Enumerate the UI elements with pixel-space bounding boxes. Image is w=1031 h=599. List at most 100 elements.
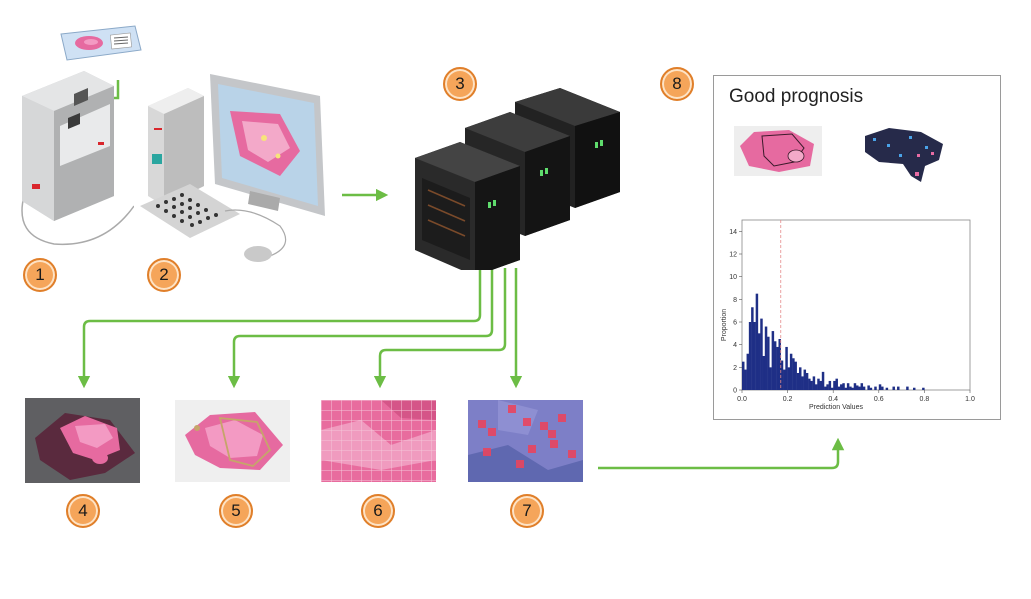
histogram-bar [922, 387, 925, 390]
histogram-bar [787, 367, 791, 390]
histogram-bar [794, 361, 797, 390]
arrow-to-step-6 [373, 268, 507, 389]
histogram-bar [835, 378, 838, 390]
histogram-bar [844, 387, 848, 390]
y-tick-label: 12 [729, 252, 737, 259]
prognosis-title: Good prognosis [729, 86, 864, 107]
histogram-bar [792, 358, 795, 390]
y-tick-label: 14 [729, 229, 737, 236]
histogram-bar [824, 386, 827, 390]
histogram-bar [783, 369, 786, 390]
y-tick-label: 10 [729, 274, 737, 281]
histogram-bar [742, 361, 745, 390]
y-tick-label: 8 [733, 297, 737, 304]
step-badge-1: 1 [23, 258, 57, 292]
x-tick-label: 0.8 [920, 396, 930, 403]
histogram-bar [828, 380, 832, 390]
histogram-bar [860, 383, 864, 390]
step-badge-2: 2 [147, 258, 181, 292]
gpu-servers-icon [415, 88, 620, 270]
histogram-bar [785, 346, 788, 390]
histogram-bar [833, 380, 836, 390]
prediction-heatmap-image [468, 400, 583, 482]
step-badge-7: 7 [510, 494, 544, 528]
histogram-bar [812, 376, 816, 390]
tile-grid-image [321, 400, 436, 482]
histogram-bar [778, 339, 781, 390]
histogram-bar [803, 369, 807, 390]
histogram-bar [817, 378, 820, 390]
step-badge-4: 4 [66, 494, 100, 528]
histogram-bar [874, 386, 877, 390]
workstation-icon [140, 74, 325, 262]
histogram-bar [881, 386, 884, 390]
histogram-bar [757, 333, 761, 390]
histogram-bar [862, 386, 866, 390]
arrow-to-step-4 [77, 268, 482, 389]
step-badge-3: 3 [443, 67, 477, 101]
histogram-bar [780, 360, 784, 390]
histogram-bar [913, 387, 916, 390]
histogram-bar [826, 384, 829, 390]
y-tick-label: 0 [733, 388, 737, 395]
histogram-bar [851, 387, 854, 390]
histogram-bar [867, 385, 870, 390]
histogram-bar [753, 322, 756, 390]
histogram-bar [849, 386, 852, 390]
histogram-bar [810, 380, 813, 390]
histogram-bar [858, 386, 861, 390]
slide-scanner-icon [21, 71, 134, 246]
histogram-bar [776, 346, 779, 390]
histogram-bar [767, 336, 770, 390]
y-tick-label: 4 [733, 342, 737, 349]
histogram-bar [821, 371, 825, 390]
y-tick-label: 2 [733, 365, 737, 372]
glass-slide-icon [60, 25, 142, 61]
histogram-bar [801, 376, 804, 390]
histogram-bar [746, 353, 750, 390]
histogram-bar [748, 322, 752, 390]
tissue-segmentation-image [25, 398, 140, 483]
histogram-bar [762, 356, 765, 390]
histogram-bar [769, 367, 772, 390]
histogram-bar [837, 386, 841, 390]
histogram-bar [799, 367, 802, 390]
histogram-bar [885, 387, 889, 390]
x-tick-label: 0.6 [874, 396, 884, 403]
x-axis-label: Prediction Values [809, 404, 863, 411]
histogram-bar [808, 378, 811, 390]
x-tick-label: 0.4 [828, 396, 838, 403]
he-slide-thumbnail [734, 126, 822, 176]
x-tick-label: 0.2 [783, 396, 793, 403]
step-badge-6: 6 [361, 494, 395, 528]
histogram-bar [856, 385, 859, 390]
histogram-bar [897, 386, 900, 390]
histogram-bar [764, 326, 768, 390]
histogram-bar [744, 369, 747, 390]
tumor-annotation-image [175, 400, 290, 482]
histogram-bar [805, 373, 809, 390]
histogram-bar [773, 341, 777, 390]
step-badge-8: 8 [660, 67, 694, 101]
histogram-bar [853, 383, 857, 390]
histogram-bar [796, 373, 800, 390]
histogram-bar [755, 293, 759, 390]
histogram-bar [814, 384, 818, 390]
x-tick-label: 1.0 [965, 396, 975, 403]
prediction-map-thumbnail [865, 128, 943, 182]
histogram-bar [760, 318, 763, 390]
histogram-bar [869, 387, 873, 390]
y-axis-label: Proportion [721, 309, 728, 341]
histogram-bar [830, 387, 834, 390]
histogram-bar [751, 307, 754, 390]
histogram-bar [892, 386, 895, 390]
histogram-bar [819, 380, 822, 390]
histogram-bar [906, 386, 909, 390]
step-badge-5: 5 [219, 494, 253, 528]
histogram-bar [771, 331, 775, 390]
histogram-bar [878, 384, 882, 390]
arrow-to-step-5 [227, 268, 494, 389]
histogram-bar [846, 383, 850, 390]
